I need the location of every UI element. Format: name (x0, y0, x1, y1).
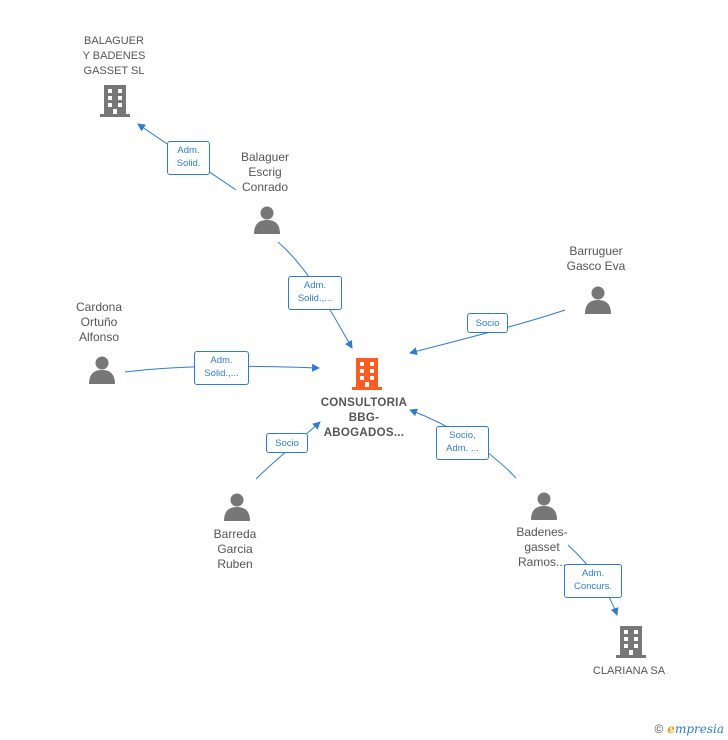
person-icon (585, 286, 611, 314)
person-icon (89, 356, 115, 384)
relation-label[interactable]: Adm. Solid.,... (194, 351, 249, 385)
building-icon (100, 85, 130, 117)
logo-e: e (667, 722, 675, 736)
company-label-balaguer-badenes[interactable]: BALAGUER Y BADENES GASSET SL (82, 35, 146, 77)
person-icon (224, 493, 250, 521)
footer-brand[interactable]: ©empresia (654, 722, 724, 736)
relation-label[interactable]: Socio (467, 313, 508, 333)
company-label-clariana[interactable]: CLARIANA SA (592, 665, 666, 677)
person-label-badenes-gasset[interactable]: Badenes- gasset Ramos... (516, 525, 568, 569)
person-label-balaguer-escrig[interactable]: Balaguer Escrig Conrado (240, 150, 290, 194)
copyright-symbol: © (654, 722, 664, 736)
relation-label[interactable]: Adm. Solid. (167, 141, 210, 175)
relation-label[interactable]: Adm. Solid.,... (288, 276, 342, 310)
person-label-barreda[interactable]: Barreda Garcia Ruben (213, 527, 257, 571)
relation-label[interactable]: Socio (266, 433, 308, 453)
relation-label[interactable]: Adm. Concurs. (564, 564, 622, 598)
relation-label[interactable]: Socio, Adm. ... (436, 426, 489, 460)
person-label-cardona[interactable]: Cardona Ortuño Alfonso (75, 300, 123, 344)
person-icon (531, 492, 557, 520)
person-icon (254, 206, 280, 234)
building-icon (616, 626, 646, 658)
logo-text: mpresia (674, 722, 724, 736)
person-label-barruguer[interactable]: Barruguer Gasco Eva (566, 244, 626, 273)
empresia-logo: empresia (667, 722, 724, 736)
main-building-icon (352, 358, 382, 390)
main-company-label[interactable]: CONSULTORIA BBG- ABOGADOS... (320, 397, 408, 439)
